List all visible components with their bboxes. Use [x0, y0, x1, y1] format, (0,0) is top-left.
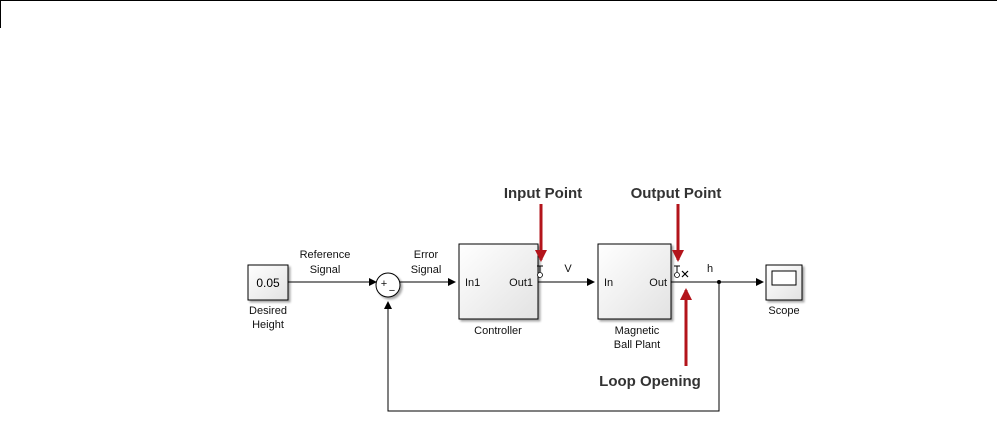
input-point-callout: Input Point — [504, 185, 582, 202]
reference-signal-label-line2: Signal — [310, 264, 341, 276]
plant-block[interactable]: In Out — [597, 243, 672, 320]
feedback-line — [384, 282, 720, 412]
controller-in-port: In1 — [465, 277, 480, 289]
loop-opening-x-icon[interactable] — [681, 270, 689, 278]
scope-label: Scope — [768, 305, 799, 317]
error-signal-label-line2: Signal — [411, 264, 442, 276]
v-signal-label: V — [564, 263, 572, 275]
output-point-callout: Output Point — [631, 185, 722, 202]
sum-block[interactable]: + − — [375, 272, 401, 298]
sum-plus-sign: + — [381, 278, 387, 290]
sum-minus-sign: − — [389, 285, 395, 297]
error-signal-label-line1: Error — [414, 249, 439, 261]
controller-out-port: Out1 — [509, 277, 533, 289]
plant-out-port: Out — [649, 277, 667, 289]
scope-block[interactable] — [765, 264, 803, 301]
window-left-border — [0, 0, 1, 28]
reference-signal-label-line1: Reference — [300, 249, 351, 261]
constant-value: 0.05 — [256, 276, 280, 290]
plant-label-line2: Ball Plant — [614, 339, 660, 351]
input-point-marker[interactable] — [537, 265, 543, 278]
controller-label: Controller — [474, 325, 522, 337]
constant-block[interactable]: 0.05 — [247, 264, 289, 301]
scope-screen-icon — [771, 270, 797, 286]
constant-label-line1: Desired — [249, 305, 287, 317]
loop-opening-callout: Loop Opening — [599, 373, 701, 390]
output-point-marker[interactable] — [674, 265, 680, 278]
window-top-border — [0, 0, 997, 1]
plant-label-line1: Magnetic — [615, 325, 660, 337]
constant-label-line2: Height — [252, 319, 284, 331]
controller-block[interactable]: In1 Out1 — [458, 243, 539, 320]
plant-in-port: In — [604, 277, 613, 289]
h-signal-label: h — [707, 263, 713, 275]
